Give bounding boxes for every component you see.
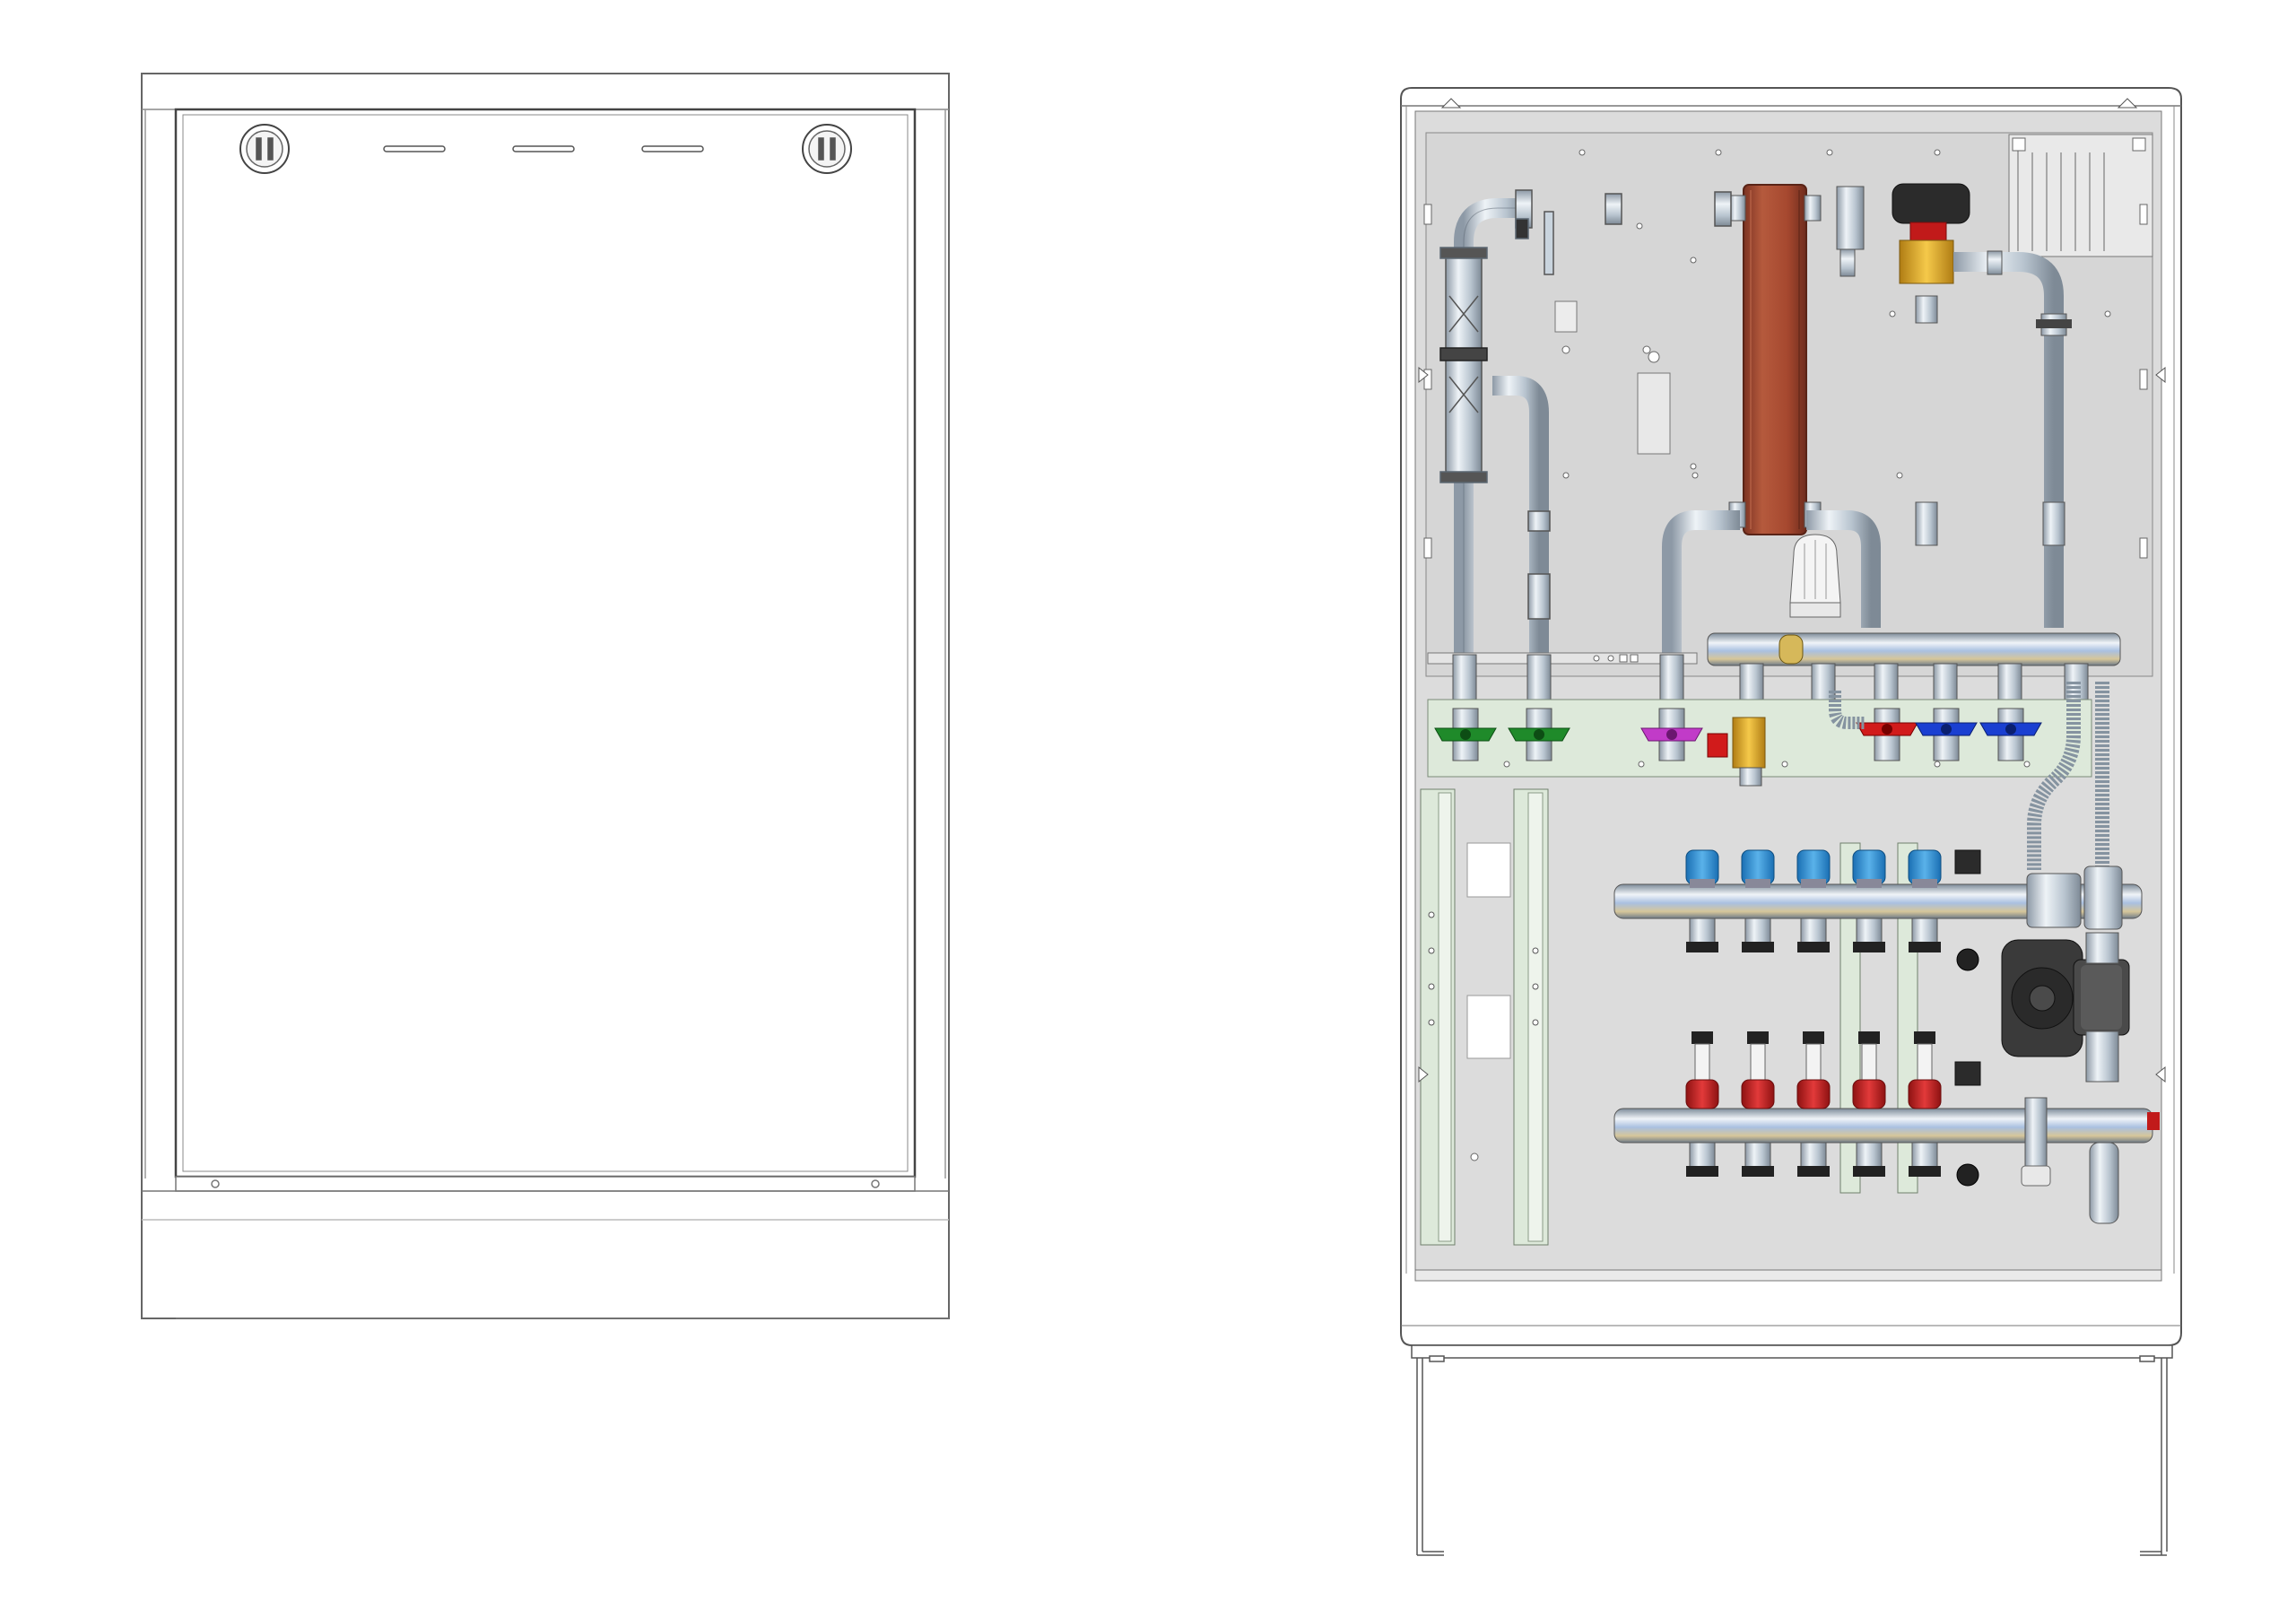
flow-cap-blue	[1796, 849, 1831, 952]
flow-meter-red	[1852, 1031, 1886, 1177]
ball-valve-magenta	[1640, 708, 1703, 761]
closed-cabinet-view	[141, 73, 950, 1319]
door-vent-slot	[383, 145, 446, 152]
flow-meter-red	[1741, 1031, 1775, 1177]
circulation-pump	[2001, 932, 2130, 1083]
door-lock-right-icon	[802, 124, 852, 174]
ball-valve-green-1	[1434, 708, 1497, 761]
ball-valve-blue-1	[1915, 708, 1978, 761]
flow-cap-blue	[1685, 849, 1719, 952]
flex-hose	[2027, 682, 2081, 870]
electrical-box	[2008, 134, 2153, 257]
flow-cap-blue	[1908, 849, 1942, 952]
flow-meter-red	[1685, 1031, 1719, 1177]
din-rail-bracket-left	[1420, 788, 1456, 1246]
mixing-valve-actuator	[1821, 183, 2072, 628]
flow-cap-blue	[1852, 849, 1886, 952]
door-lock-left-icon	[239, 124, 290, 174]
plate-heat-exchanger	[1728, 184, 1822, 535]
closed-cabinet-door	[174, 108, 917, 1178]
primary-pipework	[1439, 189, 1881, 664]
underfloor-manifold-return	[1613, 1031, 2160, 1224]
door-vent-slot	[641, 145, 704, 152]
flow-meter-red	[1908, 1031, 1942, 1177]
ball-valve-blue-2	[1979, 708, 2042, 761]
cabinet-stand	[1411, 1344, 2173, 1556]
flow-cap-blue	[1741, 849, 1775, 952]
din-rail-bracket-right	[1513, 788, 1549, 1246]
flow-meter-red	[1796, 1031, 1831, 1177]
underfloor-manifold-supply	[1613, 849, 2143, 971]
thermostatic-head	[1789, 534, 1841, 618]
ball-valve-green-2	[1508, 708, 1570, 761]
ball-valve-red	[1856, 708, 1918, 761]
open-cabinet-view	[1400, 87, 2182, 1556]
safety-valve-red	[1707, 717, 1766, 787]
upper-distribution-manifold	[1707, 632, 2121, 666]
door-vent-slot	[512, 145, 575, 152]
